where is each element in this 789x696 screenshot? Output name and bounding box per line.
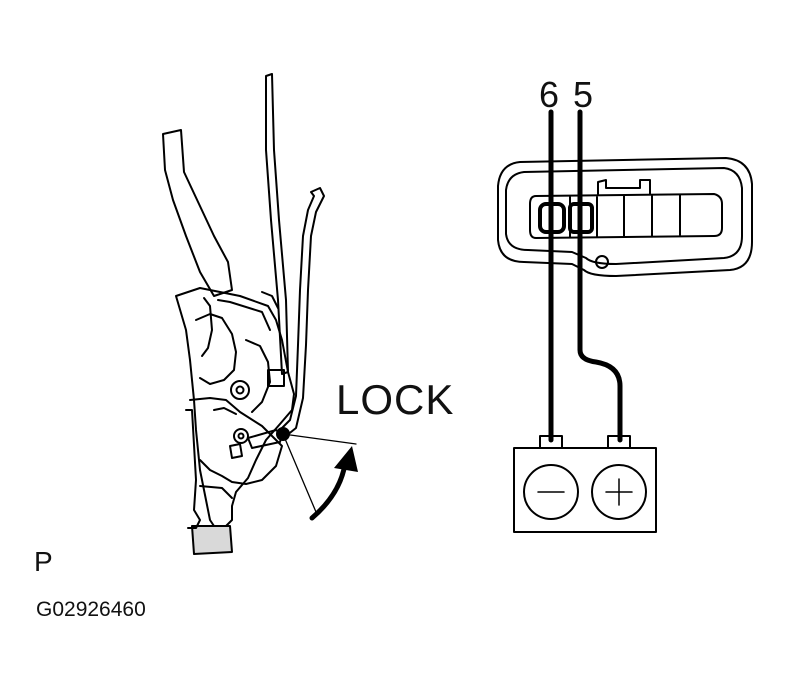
battery-terminal-positive [607, 435, 631, 449]
lock-direction-label: LOCK [336, 376, 455, 423]
lead-pin-5 [577, 109, 623, 443]
battery-terminal-negative [539, 435, 563, 449]
test-leads [548, 109, 623, 443]
negative-terminal-circle [523, 464, 579, 520]
positive-terminal-circle [591, 464, 647, 520]
lock-plate [162, 129, 233, 297]
mount-block [191, 525, 233, 555]
battery-icon [513, 435, 657, 533]
battery-body [513, 447, 657, 533]
lever-pivot [233, 428, 249, 444]
view-label: P [34, 546, 53, 577]
lock-body-lower [189, 397, 283, 485]
pin-5-label: 5 [573, 74, 594, 115]
figure-code: G02926460 [36, 598, 146, 621]
connector-housing-outer [497, 157, 753, 277]
connector-icon [497, 157, 753, 277]
lock-housing [175, 287, 295, 527]
swing-line [282, 433, 317, 513]
pin-6-label: 6 [539, 74, 560, 115]
pin-cavity-strip [529, 193, 723, 239]
rotation-indicator [282, 433, 358, 521]
door-lock-assembly [162, 73, 325, 555]
pivot-hole [230, 380, 250, 400]
curved-arrow-icon [309, 461, 348, 521]
reference-line [282, 433, 357, 445]
